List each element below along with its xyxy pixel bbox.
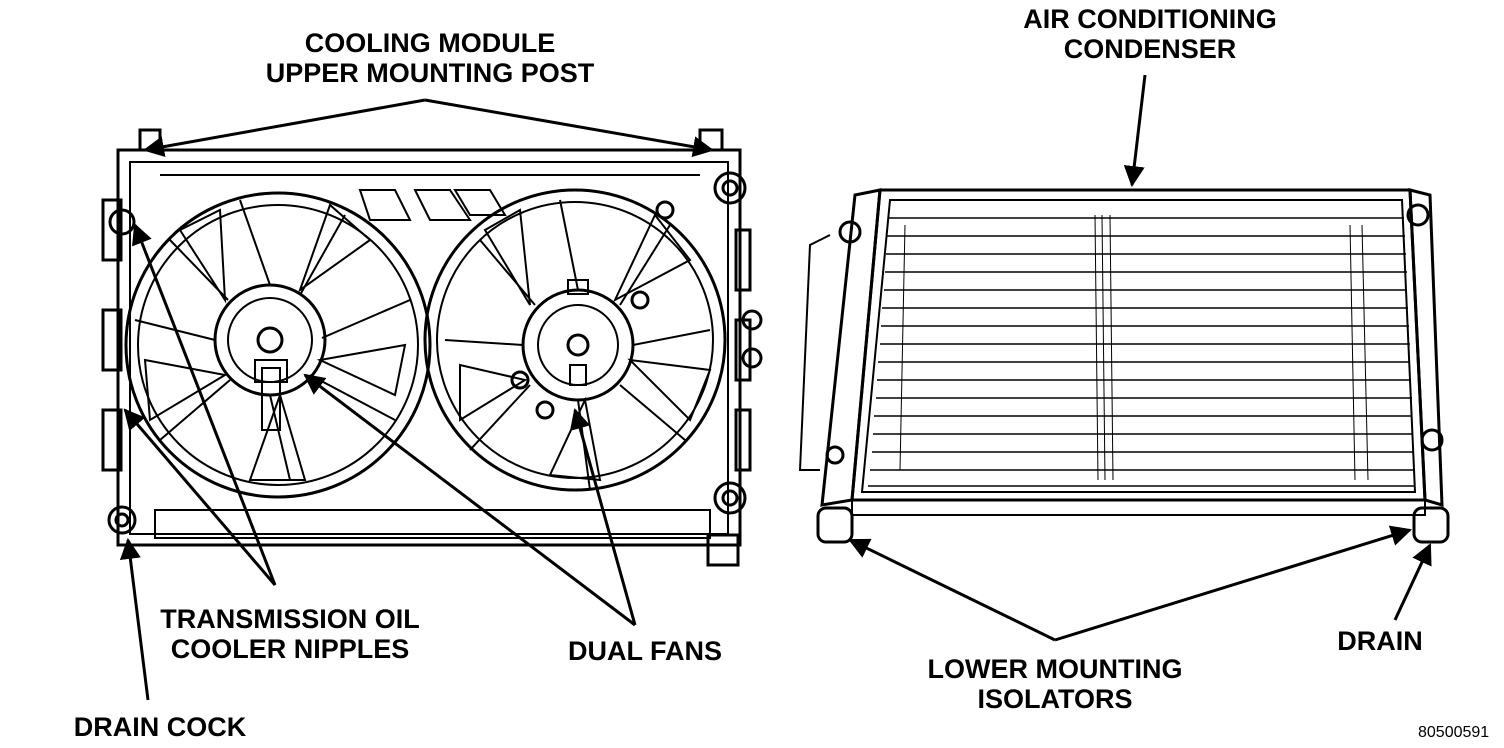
- air-conditioning-condenser-label: AIR CONDITIONING CONDENSER: [990, 4, 1310, 64]
- dual-fans-label: DUAL FANS: [550, 636, 740, 666]
- label-line: COOLER NIPPLES: [170, 634, 410, 664]
- label-line: COOLING MODULE: [304, 28, 556, 58]
- label-line: LOWER MOUNTING: [927, 654, 1183, 684]
- figure-number: 80500591: [1418, 724, 1490, 741]
- label-line: ISOLATORS: [977, 684, 1133, 714]
- cooling-module-upper-mounting-post-label: COOLING MODULE UPPER MOUNTING POST: [250, 28, 610, 88]
- radiator-fan-module: [101, 128, 763, 567]
- label-line: AIR CONDITIONING: [1023, 4, 1277, 34]
- lower-mounting-isolators-label: LOWER MOUNTING ISOLATORS: [900, 654, 1210, 714]
- transmission-oil-cooler-nipples-label: TRANSMISSION OIL COOLER NIPPLES: [135, 604, 445, 664]
- label-line: TRANSMISSION OIL: [160, 604, 420, 634]
- drain-label: DRAIN: [1320, 626, 1440, 656]
- drain-cock-label: DRAIN COCK: [55, 712, 265, 742]
- ac-condenser: [798, 188, 1450, 544]
- label-line: DRAIN: [1337, 626, 1423, 656]
- label-line: CONDENSER: [1063, 34, 1237, 64]
- label-line: DUAL FANS: [567, 636, 722, 666]
- leader-arrows: [119, 74, 1432, 701]
- label-line: DRAIN COCK: [73, 712, 247, 742]
- label-line: UPPER MOUNTING POST: [265, 58, 595, 88]
